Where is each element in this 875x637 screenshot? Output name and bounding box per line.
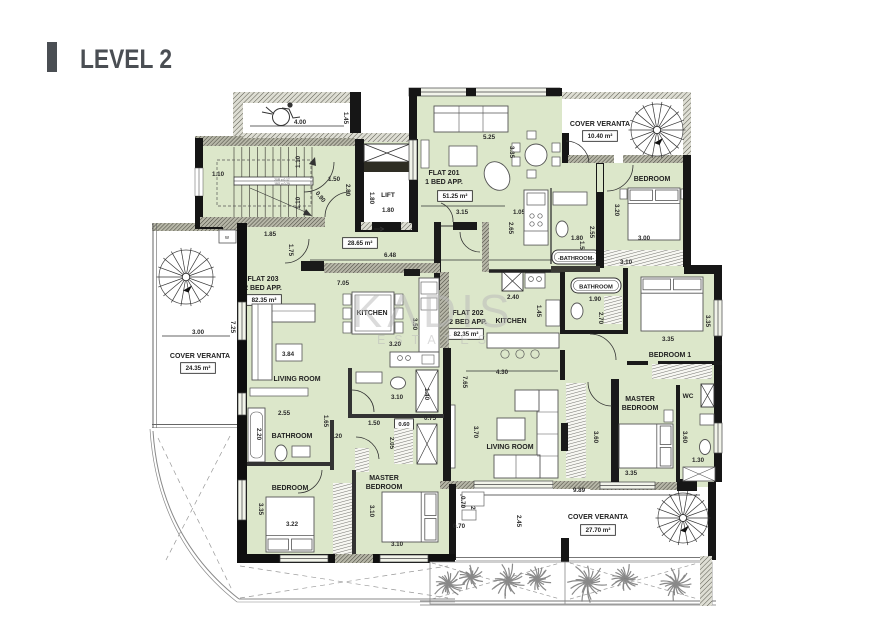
svg-text:2.05: 2.05	[388, 437, 395, 450]
svg-text:3.60: 3.60	[592, 431, 599, 444]
svg-text:7.65: 7.65	[461, 376, 468, 389]
svg-text:1 BED APP.: 1 BED APP.	[425, 179, 463, 186]
svg-text:3.10: 3.10	[391, 394, 404, 401]
svg-text:COVER VERANTA: COVER VERANTA	[570, 121, 630, 128]
svg-text:51.25 m²: 51.25 m²	[443, 193, 468, 200]
svg-text:2 BED APP.: 2 BED APP.	[449, 319, 487, 326]
svg-text:28.65 m²: 28.65 m²	[348, 240, 373, 247]
svg-text:BEDROOM 1: BEDROOM 1	[649, 352, 692, 359]
svg-text:2.55: 2.55	[588, 226, 595, 239]
svg-text:7.05: 7.05	[337, 280, 350, 287]
svg-text:1.40: 1.40	[423, 388, 430, 401]
svg-text:3.60: 3.60	[681, 431, 688, 444]
svg-text:82.35 m²: 82.35 m²	[252, 297, 277, 304]
svg-text:7.25: 7.25	[229, 321, 236, 334]
svg-text:1.10: 1.10	[295, 196, 302, 209]
svg-text:20R x 0.17: 20R x 0.17	[274, 178, 290, 182]
svg-text:2.40: 2.40	[507, 294, 520, 301]
svg-text:1.65: 1.65	[322, 415, 329, 428]
svg-text:BEDROOM: BEDROOM	[634, 176, 671, 183]
svg-text:LIVING ROOM: LIVING ROOM	[273, 376, 320, 383]
svg-text:WC: WC	[683, 393, 694, 400]
svg-text:3.35: 3.35	[704, 315, 711, 328]
svg-text:3.50: 3.50	[411, 318, 418, 331]
svg-text:MASTER: MASTER	[369, 475, 399, 482]
svg-text:KITCHEN: KITCHEN	[495, 318, 526, 325]
svg-text:4.30: 4.30	[496, 369, 509, 376]
svg-text:82.35 m²: 82.35 m²	[454, 331, 479, 338]
svg-text:1.30: 1.30	[692, 457, 705, 464]
svg-text:3.35: 3.35	[508, 146, 515, 159]
svg-text:KΛDIS: KΛDIS	[351, 285, 514, 337]
svg-text:MASTER: MASTER	[625, 396, 655, 403]
svg-text:0.70: 0.70	[459, 496, 466, 509]
svg-text:1.20: 1.20	[469, 501, 476, 514]
svg-text:3.84: 3.84	[282, 351, 295, 358]
svg-text:3.20: 3.20	[389, 341, 402, 348]
svg-text:9.89: 9.89	[573, 487, 586, 494]
svg-text:3.00: 3.00	[638, 235, 651, 242]
svg-text:1.80: 1.80	[571, 235, 584, 242]
svg-text:2 BED APP.: 2 BED APP.	[244, 285, 282, 292]
svg-text:1.20: 1.20	[330, 433, 343, 440]
svg-text:3.22: 3.22	[286, 521, 299, 528]
svg-text:KITCHEN: KITCHEN	[356, 310, 387, 317]
svg-text:w: w	[224, 235, 229, 241]
svg-text:3.10: 3.10	[368, 505, 375, 518]
svg-text:2.65: 2.65	[507, 222, 514, 235]
svg-text:1.45: 1.45	[342, 112, 349, 125]
svg-text:3.15: 3.15	[456, 209, 469, 216]
svg-text:3.00: 3.00	[192, 329, 205, 336]
svg-text:10.40 m²: 10.40 m²	[588, 133, 613, 140]
svg-text:BATHROOM: BATHROOM	[272, 433, 313, 440]
svg-text:27.70 m²: 27.70 m²	[586, 527, 611, 534]
svg-text:COVER VERANTA: COVER VERANTA	[568, 514, 628, 521]
svg-text:2.70: 2.70	[597, 312, 604, 325]
svg-text:1.85: 1.85	[264, 231, 277, 238]
svg-text:3.35: 3.35	[625, 470, 638, 477]
svg-text:2.80: 2.80	[344, 184, 351, 197]
svg-text:5.25: 5.25	[483, 134, 496, 141]
svg-text:1.50: 1.50	[368, 420, 381, 427]
svg-text:1.10: 1.10	[212, 171, 225, 178]
svg-text:4.00: 4.00	[294, 119, 307, 126]
svg-text:3.20: 3.20	[613, 204, 620, 217]
svg-text:3.10: 3.10	[620, 259, 633, 266]
svg-text:18G x 0.29: 18G x 0.29	[274, 182, 290, 186]
svg-text:1.80: 1.80	[368, 192, 375, 205]
svg-text:24.35 m²: 24.35 m²	[186, 365, 211, 372]
svg-text:1.50: 1.50	[328, 176, 341, 183]
svg-text:BEDROOM: BEDROOM	[622, 405, 659, 412]
svg-text:1.45: 1.45	[535, 305, 542, 318]
svg-text:1.80: 1.80	[382, 207, 395, 214]
svg-text:1.10: 1.10	[295, 155, 302, 168]
svg-text:1.50: 1.50	[578, 241, 585, 254]
svg-text:COVER VERANTA: COVER VERANTA	[170, 353, 230, 360]
svg-text:2.45: 2.45	[515, 515, 522, 528]
svg-text:2.55: 2.55	[278, 410, 291, 417]
svg-text:BEDROOM: BEDROOM	[366, 484, 403, 491]
svg-text:BATHROOM: BATHROOM	[579, 285, 613, 291]
svg-text:3.10: 3.10	[391, 541, 404, 548]
svg-text:FLAT 201: FLAT 201	[429, 170, 460, 177]
svg-text:ESTATES: ESTATES	[377, 333, 495, 347]
svg-text:0.75: 0.75	[424, 415, 437, 422]
svg-text:1.05: 1.05	[513, 209, 526, 216]
svg-text:3.35: 3.35	[257, 503, 264, 516]
svg-text:2.20: 2.20	[255, 428, 262, 441]
svg-text:6.48: 6.48	[384, 252, 397, 259]
svg-text:FLAT 202: FLAT 202	[453, 310, 484, 317]
svg-text:3.35: 3.35	[662, 336, 675, 343]
svg-text:BEDROOM: BEDROOM	[272, 485, 309, 492]
svg-text:0.70: 0.70	[453, 523, 466, 530]
svg-text:-BATHROOM-: -BATHROOM-	[558, 256, 594, 262]
svg-text:LIVING ROOM: LIVING ROOM	[486, 444, 533, 451]
svg-text:1.75: 1.75	[287, 244, 294, 257]
svg-text:0.60: 0.60	[398, 422, 409, 428]
svg-text:LIFT: LIFT	[381, 192, 395, 199]
svg-text:1.90: 1.90	[589, 296, 602, 303]
svg-text:FLAT 203: FLAT 203	[248, 276, 279, 283]
svg-text:LEVEL 2: LEVEL 2	[80, 44, 172, 74]
svg-text:3.70: 3.70	[472, 426, 479, 439]
